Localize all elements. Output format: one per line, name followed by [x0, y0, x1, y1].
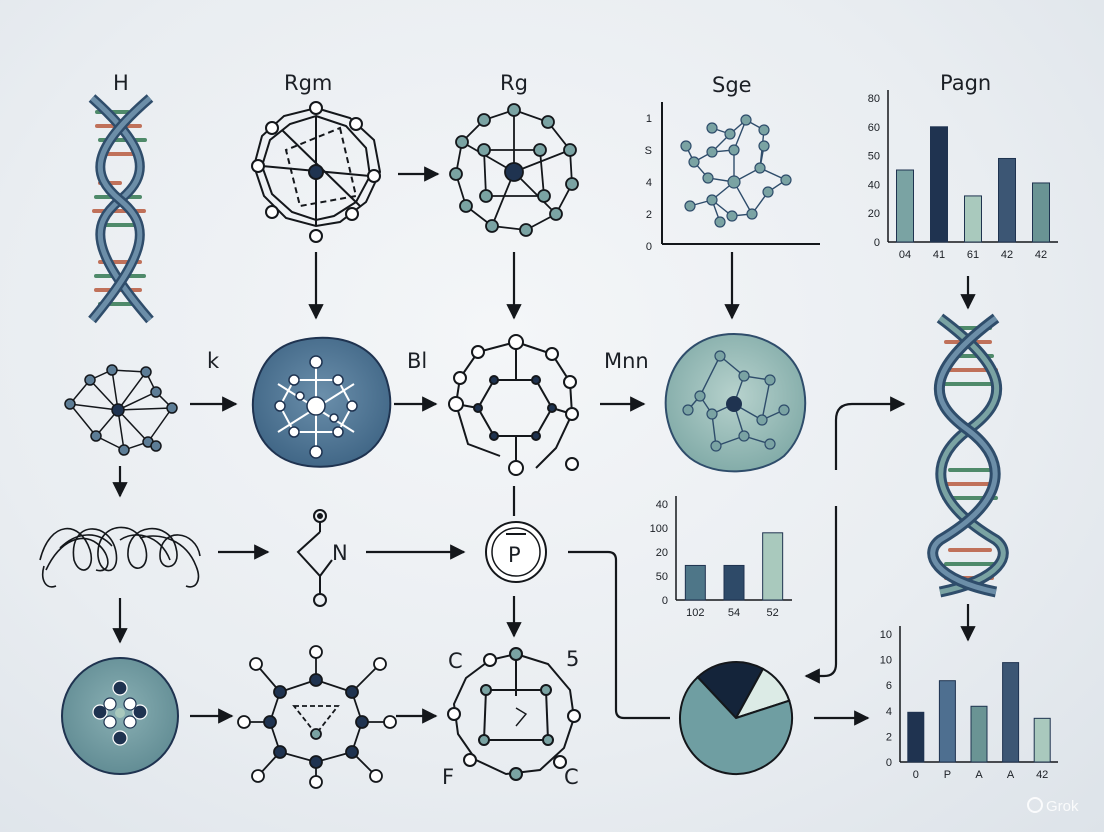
label-p: P [508, 543, 521, 567]
y-tick-label-5: 0 [886, 757, 892, 769]
label-n: N [332, 541, 348, 565]
x-tick-label-1: P [944, 769, 951, 781]
label-h: H [113, 71, 129, 95]
grok-watermark: Grok [1027, 797, 1079, 815]
label-five: 5 [566, 647, 579, 671]
pagn-bar-chart: 04 41 61 42 42 80 60 50 40 20 0 [868, 90, 1058, 261]
y-tick-label-3: 4 [886, 706, 892, 718]
y-tick-label-0: 80 [868, 93, 880, 105]
pie-slice-0 [696, 661, 765, 720]
label-pagn: Pagn [940, 71, 991, 95]
bar-4 [1033, 717, 1051, 763]
hexagonal-network-icon [237, 645, 397, 789]
flow-arrows [112, 166, 976, 726]
label-f: F [442, 765, 454, 789]
nitrogen-molecule-icon [296, 509, 333, 607]
x-tick-label-0: 0 [913, 769, 919, 781]
x-tick-label-2: 61 [967, 249, 979, 261]
x-tick-label-2: A [975, 769, 983, 781]
phosphate-circle-icon: P [485, 521, 547, 583]
y-tick-label-5: 0 [874, 237, 880, 249]
bar-0 [907, 711, 925, 763]
x-tick-label-4: 42 [1035, 249, 1047, 261]
bar-3 [998, 157, 1016, 243]
x-tick-label-1: 54 [728, 607, 740, 619]
arrow-dna-pie [804, 506, 838, 684]
sge-scatter-plot: 1S 4 2 0 [645, 102, 820, 253]
bl-ring-network-icon [448, 334, 579, 476]
protein-coil-icon [39, 526, 201, 588]
pie-chart [679, 661, 793, 775]
x-tick-label-1: 41 [933, 249, 945, 261]
y-tick-label-3: 40 [868, 179, 880, 191]
node-labels: H Rgm Rg Sge Pagn k Bl Mnn N C 5 F C [113, 71, 991, 789]
bar-0 [896, 169, 914, 243]
connector-p-pie [568, 550, 670, 720]
dna-helix-right-icon [927, 313, 1009, 598]
y-tick-label-3: 50 [656, 571, 668, 583]
bar-1 [930, 126, 948, 243]
rg-network-icon [449, 103, 579, 237]
y-tick-label-4: 0 [662, 595, 668, 607]
x-tick-label-3: A [1007, 769, 1015, 781]
sge-y-tick-4: 0 [646, 241, 652, 253]
label-k: k [207, 349, 220, 373]
label-c1: C [448, 649, 463, 673]
bar-2 [964, 195, 982, 243]
label-rgm: Rgm [284, 71, 332, 95]
y-tick-label-4: 20 [868, 208, 880, 220]
bar-1 [723, 564, 745, 601]
rgm-network-icon [251, 101, 382, 243]
y-tick-label-0: 40 [656, 499, 668, 511]
octagon-network-icon [447, 647, 581, 781]
arrow-mnn-dna [834, 396, 906, 470]
teal-cell-icon [664, 332, 807, 473]
label-sge: Sge [712, 73, 752, 97]
bar-2 [762, 532, 784, 601]
y-tick-label-2: 20 [656, 547, 668, 559]
x-tick-label-3: 42 [1001, 249, 1013, 261]
bar-2 [970, 705, 988, 763]
y-tick-label-1: 10 [880, 655, 892, 667]
nucleus-circle-icon [61, 657, 179, 775]
bar-0 [684, 564, 706, 601]
bar-1 [938, 680, 956, 763]
y-tick-label-2: 6 [886, 680, 892, 692]
x-tick-label-0: 102 [686, 607, 704, 619]
bar-4 [1032, 182, 1050, 243]
y-tick-label-4: 2 [886, 731, 892, 743]
watermark-text: Grok [1046, 798, 1079, 815]
x-tick-label-0: 04 [899, 249, 911, 261]
sge-y-tick-3: 2 [646, 209, 652, 221]
y-tick-label-1: 100 [650, 523, 668, 535]
y-tick-label-0: 10 [880, 629, 892, 641]
sge-y-tick-2: 4 [646, 177, 652, 189]
dna-helix-icon [88, 94, 154, 324]
star-network-icon [64, 364, 178, 456]
x-tick-label-2: 52 [767, 607, 779, 619]
blue-cell-icon [251, 336, 392, 468]
x-tick-label-4: 42 [1036, 769, 1048, 781]
y-tick-label-1: 60 [868, 122, 880, 134]
bar-3 [1002, 662, 1020, 763]
y-tick-label-2: 50 [868, 151, 880, 163]
pie-slice-2 [679, 675, 793, 775]
sge-y-tick-0: 1 [646, 113, 652, 125]
label-bl: Bl [407, 349, 427, 373]
middle-bar-chart: 102 54 52 40 100 20 50 0 [650, 496, 792, 619]
label-mnn: Mnn [604, 349, 649, 373]
label-rg: Rg [500, 71, 528, 95]
sge-y-tick-1: S [645, 145, 652, 157]
label-c2: C [564, 765, 579, 789]
